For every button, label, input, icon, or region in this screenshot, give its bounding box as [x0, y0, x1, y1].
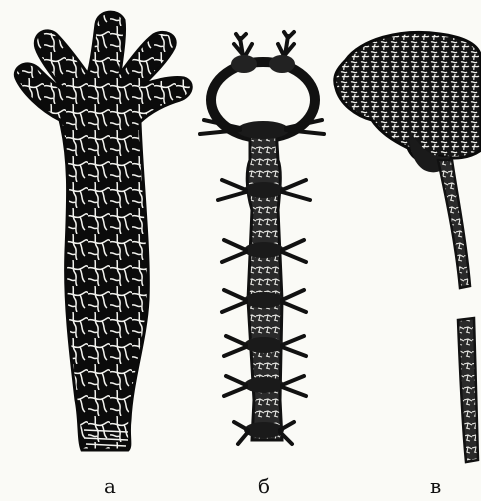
- ring-ganglion-left: [231, 55, 257, 73]
- nerve-cord: [247, 128, 282, 440]
- hydra-body-outline: [15, 12, 191, 450]
- panel-label-c: в: [430, 476, 441, 496]
- brain-spinal-cord-drawing: [335, 32, 481, 462]
- panel-label-b: б: [258, 476, 270, 496]
- ring-ganglion-right: [269, 55, 295, 73]
- hydra-nerve-net-drawing: [15, 12, 191, 450]
- spinal-cord-lower: [458, 318, 478, 462]
- spinal-cord-upper: [438, 160, 470, 288]
- brain: [335, 32, 481, 161]
- ladder-nervous-system-drawing: [200, 32, 324, 444]
- panel-label-a: а: [104, 476, 116, 496]
